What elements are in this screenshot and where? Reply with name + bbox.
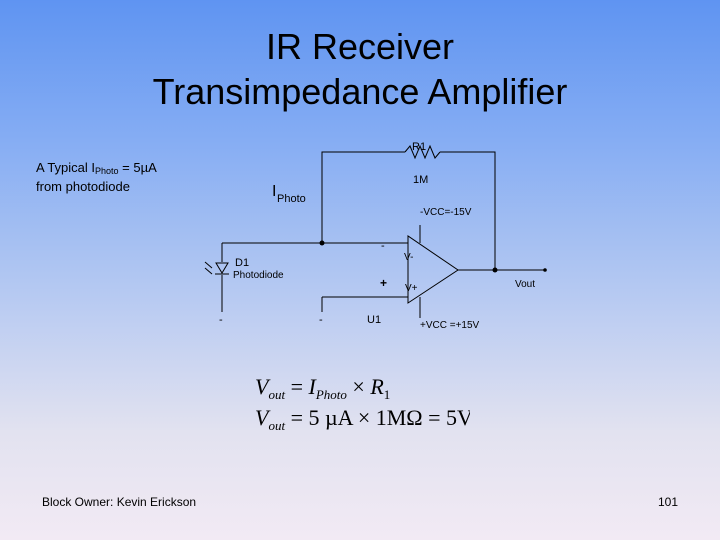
note-line-1: A Typical IPhoto = 5µA <box>36 160 157 179</box>
slide-title: IR Receiver Transimpedance Amplifier <box>0 24 720 114</box>
eq1-current: I <box>308 374 318 399</box>
v-plus-label: V+ <box>405 283 418 294</box>
equation-2: Vout = 5 µA × 1MΩ = 5V <box>255 405 470 433</box>
eq1-times: × <box>347 374 370 399</box>
d1-label: D1 <box>235 257 249 269</box>
equation-1: Vout = IPhoto × R1 <box>255 374 390 402</box>
note-prefix: A Typical I <box>36 160 96 175</box>
iphoto-label-main: I <box>272 183 276 200</box>
eq1-lhs-sub: out <box>268 387 285 402</box>
circuit-diagram: R1 1M I Photo -VCC=-15V V- - D1 Photodio… <box>204 141 547 331</box>
note-suffix: = 5µA <box>118 160 157 175</box>
feedback-wire-right <box>440 151 496 270</box>
noninverting-sign: + <box>380 276 387 290</box>
photodiode-d1 <box>215 262 229 274</box>
light-arrow-1 <box>204 261 213 269</box>
slide-number: 101 <box>658 495 679 509</box>
v-minus-label: V- <box>404 252 413 263</box>
block-owner: Block Owner: Kevin Erickson <box>42 495 197 509</box>
note-subscript: Photo <box>95 166 119 176</box>
junction-dot <box>319 240 325 246</box>
d1-description: Photodiode <box>233 270 284 281</box>
eq2-lhs-sub: out <box>268 418 285 433</box>
vcc-neg-label: -VCC=-15V <box>420 207 472 218</box>
light-arrow-2 <box>204 267 213 275</box>
title-line-1: IR Receiver <box>265 26 455 67</box>
eq1-resistor-sub: 1 <box>384 387 391 402</box>
eq1-current-sub: Photo <box>315 387 348 402</box>
note-line-2: from photodiode <box>36 179 130 194</box>
vout-node <box>543 268 547 272</box>
eq2-rhs: = 5 µA × 1MΩ = 5V <box>285 405 470 430</box>
output-dot <box>492 267 498 273</box>
eq1-lhs: V <box>255 374 271 399</box>
r1-label: R1 <box>412 141 426 153</box>
vout-label: Vout <box>515 279 535 290</box>
eq2-lhs: V <box>255 405 271 430</box>
eq1-resistor: R <box>369 374 384 399</box>
resistor-r1 <box>404 144 441 160</box>
eq1-equals: = <box>285 374 308 399</box>
feedback-wire-left <box>321 151 405 243</box>
u1-label: U1 <box>367 314 381 326</box>
equations: Vout = IPhoto × R1 Vout = 5 µA × 1MΩ = 5… <box>255 374 470 433</box>
op-amp-u1 <box>407 235 459 304</box>
vcc-pos-label: +VCC =+15V <box>420 320 480 331</box>
photocurrent-note: A Typical IPhoto = 5µA from photodiode <box>36 160 157 194</box>
title-line-2: Transimpedance Amplifier <box>152 71 568 112</box>
r1-value: 1M <box>413 174 428 186</box>
inverting-sign: - <box>381 240 385 252</box>
iphoto-label-sub: Photo <box>277 193 306 205</box>
ground-mark-1: - <box>219 314 223 326</box>
ground-mark-2: - <box>319 314 323 326</box>
